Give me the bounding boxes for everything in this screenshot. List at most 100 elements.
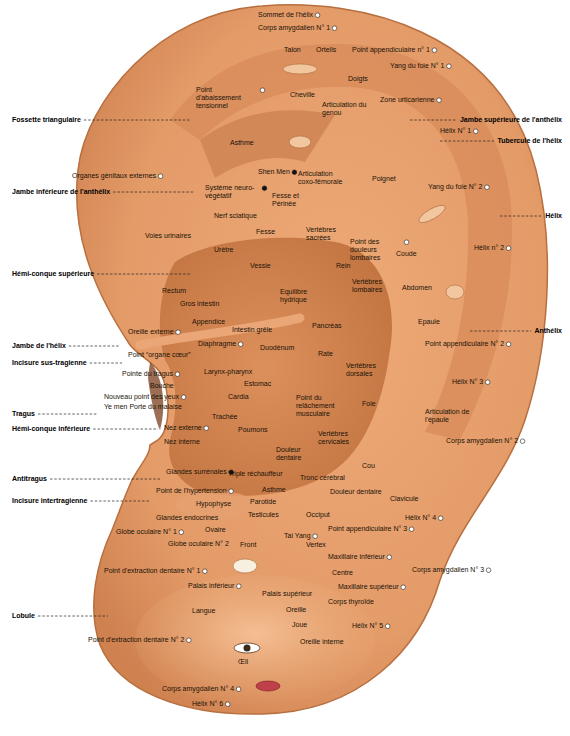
- point-label: Talon: [284, 46, 301, 54]
- point-label: Palais inférieur: [188, 582, 234, 590]
- region-label: Incisure sus-tragienne: [12, 359, 87, 367]
- leader-line: [90, 501, 150, 502]
- point-label: Poumons: [238, 426, 268, 434]
- point-label: Hélix N° 5: [352, 622, 383, 630]
- leader-line: [500, 216, 542, 217]
- point-label: Globe oculaire N° 2: [168, 540, 229, 548]
- concha: [160, 238, 392, 496]
- point-label: Appendice: [192, 318, 225, 326]
- point-label: Triple réchauffeur: [228, 470, 282, 478]
- point-marker: [238, 342, 243, 347]
- point-label: Point de l'hypertension: [156, 487, 227, 495]
- region-label: Hémi-conque inférieure: [12, 425, 90, 433]
- point-label: Zone urticarienne: [380, 96, 434, 104]
- point-label: Hélix N° 6: [192, 700, 223, 708]
- point-marker: [313, 534, 318, 539]
- ear-outline: [77, 5, 548, 714]
- point-marker: [332, 26, 337, 31]
- mouth-figure: [256, 681, 280, 691]
- eye-iris: [244, 645, 251, 652]
- point-label: Duodénum: [260, 344, 294, 352]
- point-marker: [237, 584, 242, 589]
- point-label: Glandes endocrines: [156, 514, 218, 522]
- point-label: Tai Yang: [284, 532, 311, 540]
- point-label: Diaphragme: [198, 340, 236, 348]
- point-label: Parotide: [250, 498, 276, 506]
- point-label: Estomac: [244, 380, 271, 388]
- point-marker: [404, 240, 409, 245]
- point-label: Langue: [192, 607, 215, 615]
- point-label: Rectum: [162, 287, 186, 295]
- leader-line: [90, 363, 122, 364]
- point-label: Maxillaire supérieur: [338, 583, 399, 591]
- point-label: Nouveau point des yeux: [104, 393, 179, 401]
- point-marker: [432, 48, 437, 53]
- point-label: Ovaire: [205, 526, 226, 534]
- point-marker: [473, 129, 478, 134]
- point-label: Point du relâchement musculaire: [296, 394, 351, 418]
- point-label: Palais supérieur: [262, 590, 312, 598]
- point-marker: [187, 638, 192, 643]
- region-label: Tragus: [12, 410, 35, 418]
- region-label: Hélix: [545, 212, 562, 220]
- point-label: Hélix N° 3: [452, 378, 483, 386]
- point-label: Vertèbres cervicales: [318, 430, 363, 446]
- point-label: Point appendiculaire N° 2: [425, 340, 504, 348]
- point-label: Fesse: [256, 228, 275, 236]
- point-label: Point d'extraction dentaire N° 2: [88, 636, 184, 644]
- point-label: Vessie: [250, 262, 271, 270]
- point-label: Glandes surrénales: [166, 468, 227, 476]
- point-marker: [520, 439, 525, 444]
- point-label: Asthme: [262, 486, 286, 494]
- point-label: Maxillaire inférieur: [328, 553, 385, 561]
- arm-figure: [417, 202, 448, 226]
- point-marker: [262, 186, 267, 191]
- point-label: Pancréas: [312, 322, 342, 330]
- point-label: Coude: [396, 250, 417, 258]
- point-marker: [385, 624, 390, 629]
- point-marker: [485, 380, 490, 385]
- point-label: Occiput: [306, 511, 330, 519]
- point-label: Bouche: [150, 382, 174, 390]
- point-label: Cheville: [290, 91, 315, 99]
- point-label: Centre: [332, 569, 353, 577]
- point-marker: [315, 13, 320, 18]
- region-label: Anthélix: [534, 327, 562, 335]
- point-label: Hypophyse: [196, 500, 231, 508]
- point-label: Trachée: [212, 413, 237, 421]
- point-label: Corps thyroïde: [328, 598, 374, 606]
- point-label: Equilibre hydrique: [280, 288, 320, 304]
- point-marker: [447, 64, 452, 69]
- region-label: Lobule: [12, 612, 35, 620]
- region-label: Tubercule de l'hélix: [497, 137, 562, 145]
- point-label: Ye men Porte du malaise: [104, 403, 182, 411]
- leader-line: [38, 414, 98, 415]
- region-label: Fossette triangulaire: [12, 116, 81, 124]
- point-marker: [204, 426, 209, 431]
- point-marker: [225, 702, 230, 707]
- triangular-fossa: [200, 110, 335, 178]
- point-label: Vertèbres lombaires: [352, 278, 397, 294]
- eye-white: [234, 643, 260, 653]
- teeth-figure: [233, 559, 257, 573]
- leader-line: [97, 274, 190, 275]
- point-marker: [292, 170, 297, 175]
- point-label: Nerf sciatique: [214, 212, 257, 220]
- region-label: Hémi-conque supérieure: [12, 270, 94, 278]
- point-label: Point d'abaissement tensionnel: [196, 86, 258, 110]
- point-label: Globe oculaire N° 1: [116, 528, 177, 536]
- point-label: Vertèbres sacrées: [306, 226, 346, 242]
- point-label: Joue: [292, 621, 307, 629]
- point-label: Yang du foie N° 2: [428, 183, 482, 191]
- point-marker: [506, 246, 511, 251]
- leader-line: [38, 616, 108, 617]
- leader-line: [84, 120, 190, 121]
- point-label: Œil: [238, 658, 248, 666]
- point-label: Hélix n° 2: [474, 244, 504, 252]
- point-marker: [438, 516, 443, 521]
- point-label: Orteils: [316, 46, 336, 54]
